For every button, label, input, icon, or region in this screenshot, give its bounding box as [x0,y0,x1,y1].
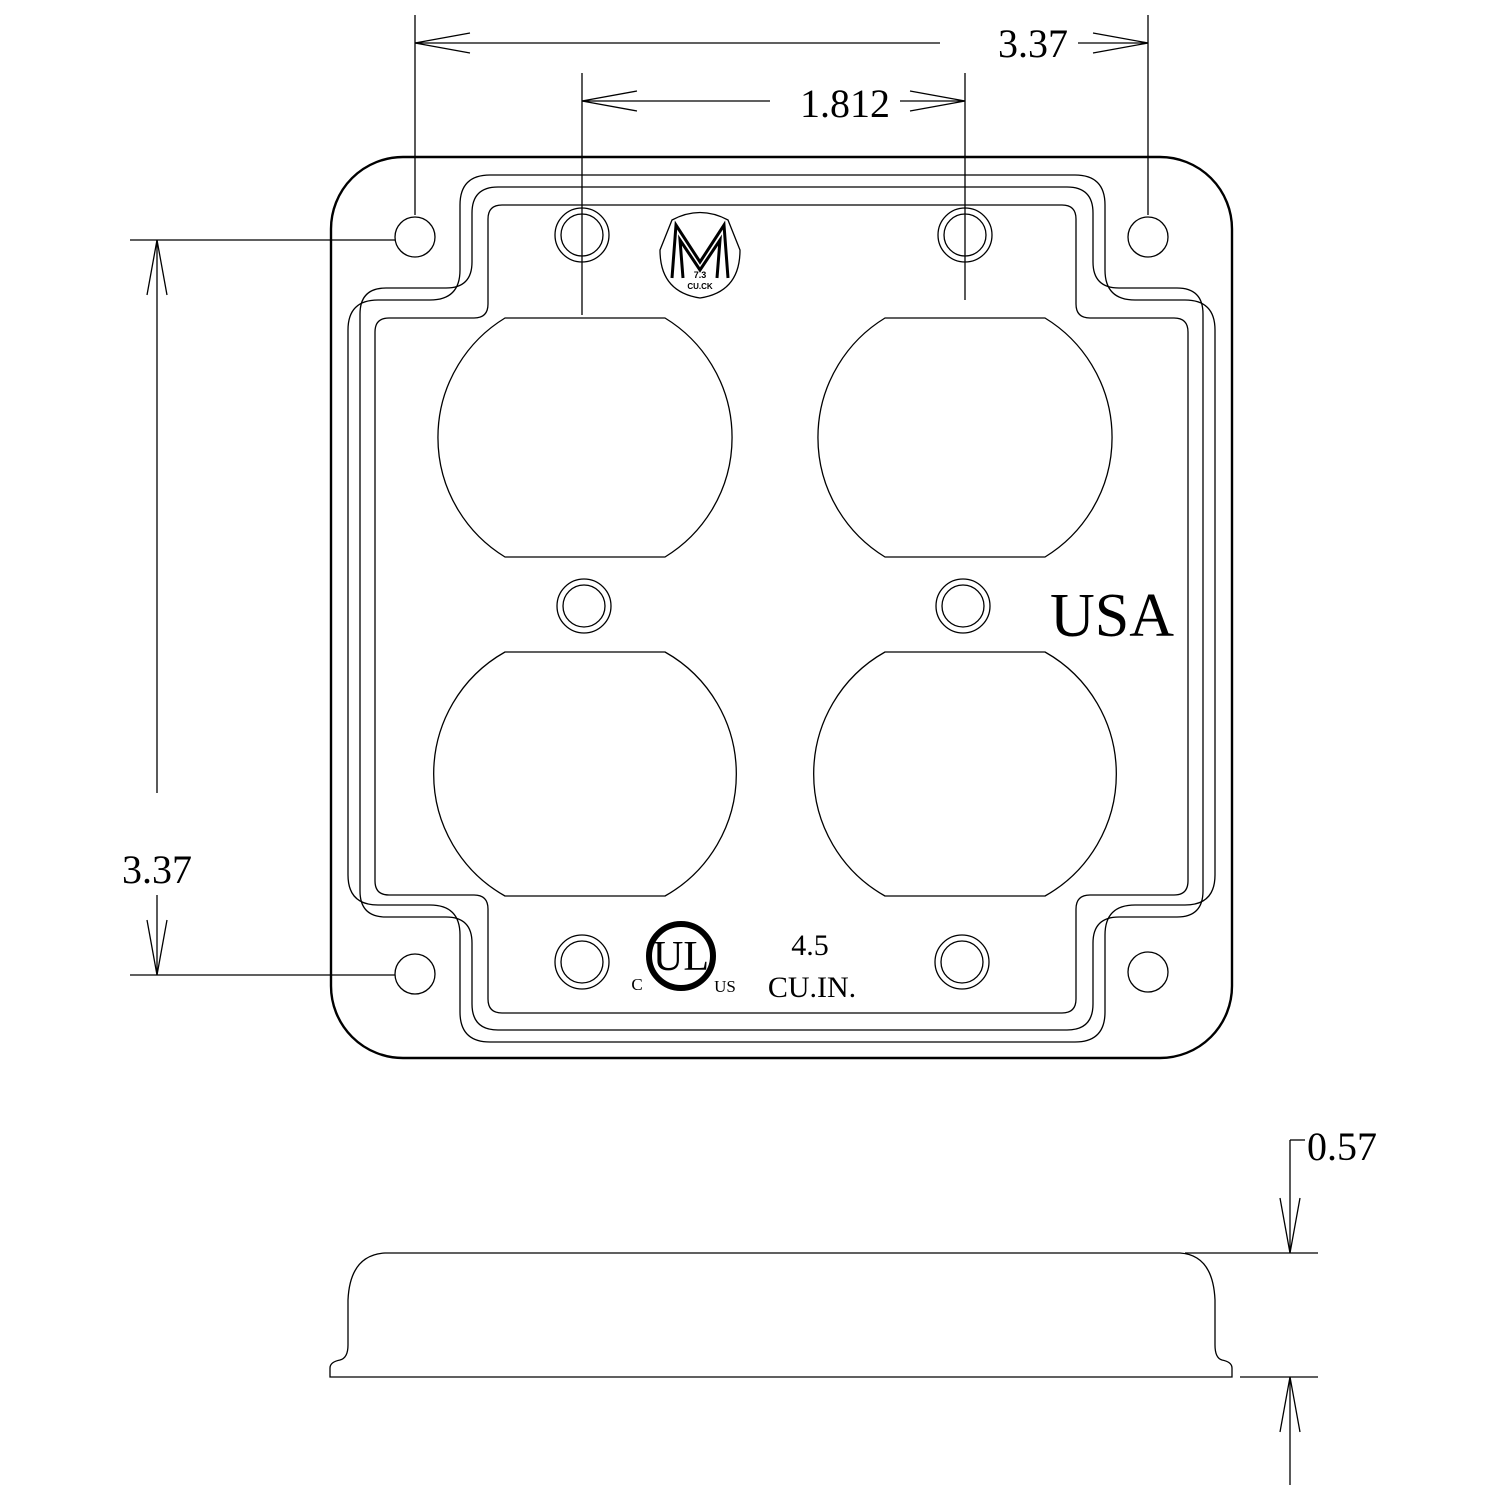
svg-text:UL: UL [653,934,709,980]
manufacturer-logo: 7.3 CU.CK [659,211,741,299]
svg-text:3.37: 3.37 [998,21,1068,66]
volume-unit: CU.IN. [768,971,856,1004]
plate-outline [329,155,1234,1060]
country-marking: USA [1050,582,1174,650]
outlet-opening-top-right [817,317,1113,558]
dimension-top-hole-spacing: 3.37 [414,15,1149,215]
svg-text:CU.CK: CU.CK [687,282,713,291]
outlet-opening-bottom-left [433,651,737,897]
svg-text:0.57: 0.57 [1307,1124,1377,1169]
corner-holes [394,216,1169,995]
device-screw-holes [554,207,993,990]
svg-text:3.37: 3.37 [122,847,192,892]
side-view-profile [329,1252,1233,1378]
volume-value: 4.5 [791,929,829,962]
dimension-outlet-spacing: 1.812 [581,73,966,315]
ul-listing-mark: UL C US [631,921,736,996]
svg-text:1.812: 1.812 [800,81,890,126]
svg-text:US: US [714,977,736,996]
outlet-opening-top-left [437,317,733,558]
svg-text:C: C [631,975,642,994]
raised-rim-middle [359,186,1204,1031]
svg-text:7.3: 7.3 [694,270,707,280]
dimension-left-hole-spacing: 3.37 [122,239,395,976]
raised-rim-outer [347,174,1216,1043]
raised-rim-inner [374,204,1189,1014]
outlet-opening-bottom-right [813,651,1117,897]
dimension-depth: 0.57 [1185,1124,1377,1485]
